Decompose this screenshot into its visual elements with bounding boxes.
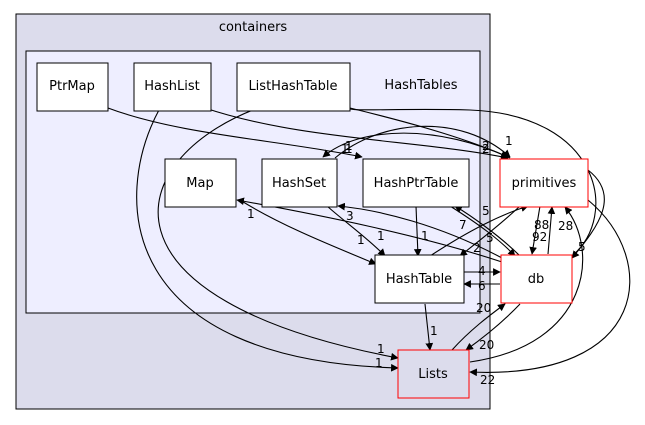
edge-primitives-lists — [469, 199, 631, 377]
edge-listhashtable-lists — [157, 107, 399, 361]
edge-db-hashptrtable — [454, 205, 521, 257]
edge-hashset-hashtable — [326, 205, 386, 257]
edge-label: 2 — [482, 142, 490, 156]
node-map-label: Map — [186, 176, 213, 191]
node-ptrmap-label: PtrMap — [49, 79, 95, 94]
edge-label: 22 — [480, 373, 495, 387]
edge-label: 1 — [375, 356, 383, 370]
edge-hashtable-lists — [424, 303, 434, 351]
edge-label: 4 — [478, 264, 486, 278]
edge-label: 1 — [430, 324, 438, 338]
hashtables-cluster-label: HashTables — [384, 78, 457, 93]
node-lists-label: Lists — [418, 367, 448, 382]
node-hashtable-label: HashTable — [386, 272, 452, 287]
edge-label: 1 — [505, 134, 513, 148]
edges — [107, 107, 631, 377]
edge-hashset-primitives — [334, 125, 511, 159]
edge-hashptrtable-hashtable — [413, 205, 422, 257]
edge-db-hashset — [337, 202, 503, 259]
edge-label: 5 — [486, 231, 494, 245]
edge-primitives-hashtable — [459, 205, 521, 257]
edge-map-hashtable — [239, 199, 377, 265]
edge-label: 2 — [482, 139, 490, 153]
node-hashptrtable-label: HashPtrTable — [374, 176, 459, 191]
edge-label: 88 — [534, 218, 549, 232]
node-hashptrtable[interactable]: HashPtrTable — [362, 158, 470, 208]
edge-label: 5 — [578, 240, 586, 254]
edge-label: 92 — [532, 230, 547, 244]
edge-label: 28 — [558, 219, 573, 233]
node-primitives[interactable]: primitives — [499, 158, 589, 208]
edge-primitives-db — [529, 205, 541, 255]
containers-cluster-label: containers — [219, 20, 288, 35]
edge-hashlist-lists — [136, 107, 399, 372]
edge-lists-primitives — [469, 206, 584, 363]
edge-label: 20 — [476, 301, 491, 315]
edge-db-lists — [465, 303, 521, 351]
edge-label: 1 — [341, 142, 349, 156]
edge-lists-db — [451, 303, 506, 351]
edge-label: 1 — [377, 342, 385, 356]
edge-label: 1 — [357, 233, 365, 247]
node-lists[interactable]: Lists — [397, 349, 470, 399]
node-hashlist[interactable]: HashList — [133, 62, 212, 112]
node-listhashtable[interactable]: ListHashTable — [236, 62, 351, 112]
node-db[interactable]: db — [500, 254, 573, 304]
edge-label: 6 — [478, 279, 486, 293]
edge-label: 5 — [482, 204, 490, 218]
edge-label: 20 — [479, 338, 494, 352]
edge-label: 1 — [345, 142, 353, 156]
edge-db-primitives-top — [347, 107, 597, 257]
node-listhashtable-label: ListHashTable — [248, 79, 337, 94]
node-hashlist-label: HashList — [144, 79, 199, 94]
node-ptrmap[interactable]: PtrMap — [36, 62, 109, 112]
node-hashset[interactable]: HashSet — [261, 158, 338, 208]
node-primitives-label: primitives — [512, 176, 577, 191]
edge-label: 7 — [459, 218, 467, 232]
node-db-label: db — [528, 272, 545, 287]
edge-primitives-hashset — [322, 132, 511, 159]
node-map[interactable]: Map — [164, 158, 237, 208]
edge-db-primitives — [547, 206, 556, 255]
edge-label: 1 — [345, 139, 353, 153]
edge-label: 2 — [473, 241, 481, 255]
edge-label: 1 — [377, 229, 385, 243]
edge-label: 1 — [247, 207, 255, 221]
node-hashset-label: HashSet — [272, 176, 326, 191]
node-hashtable[interactable]: HashTable — [374, 254, 465, 304]
edge-label: 1 — [421, 229, 429, 243]
edge-label: 3 — [346, 209, 354, 223]
edge-labels: 1 1 1 2 1 2 1 3 1 1 1 5 7 5 2 88 92 28 5… — [247, 134, 586, 387]
